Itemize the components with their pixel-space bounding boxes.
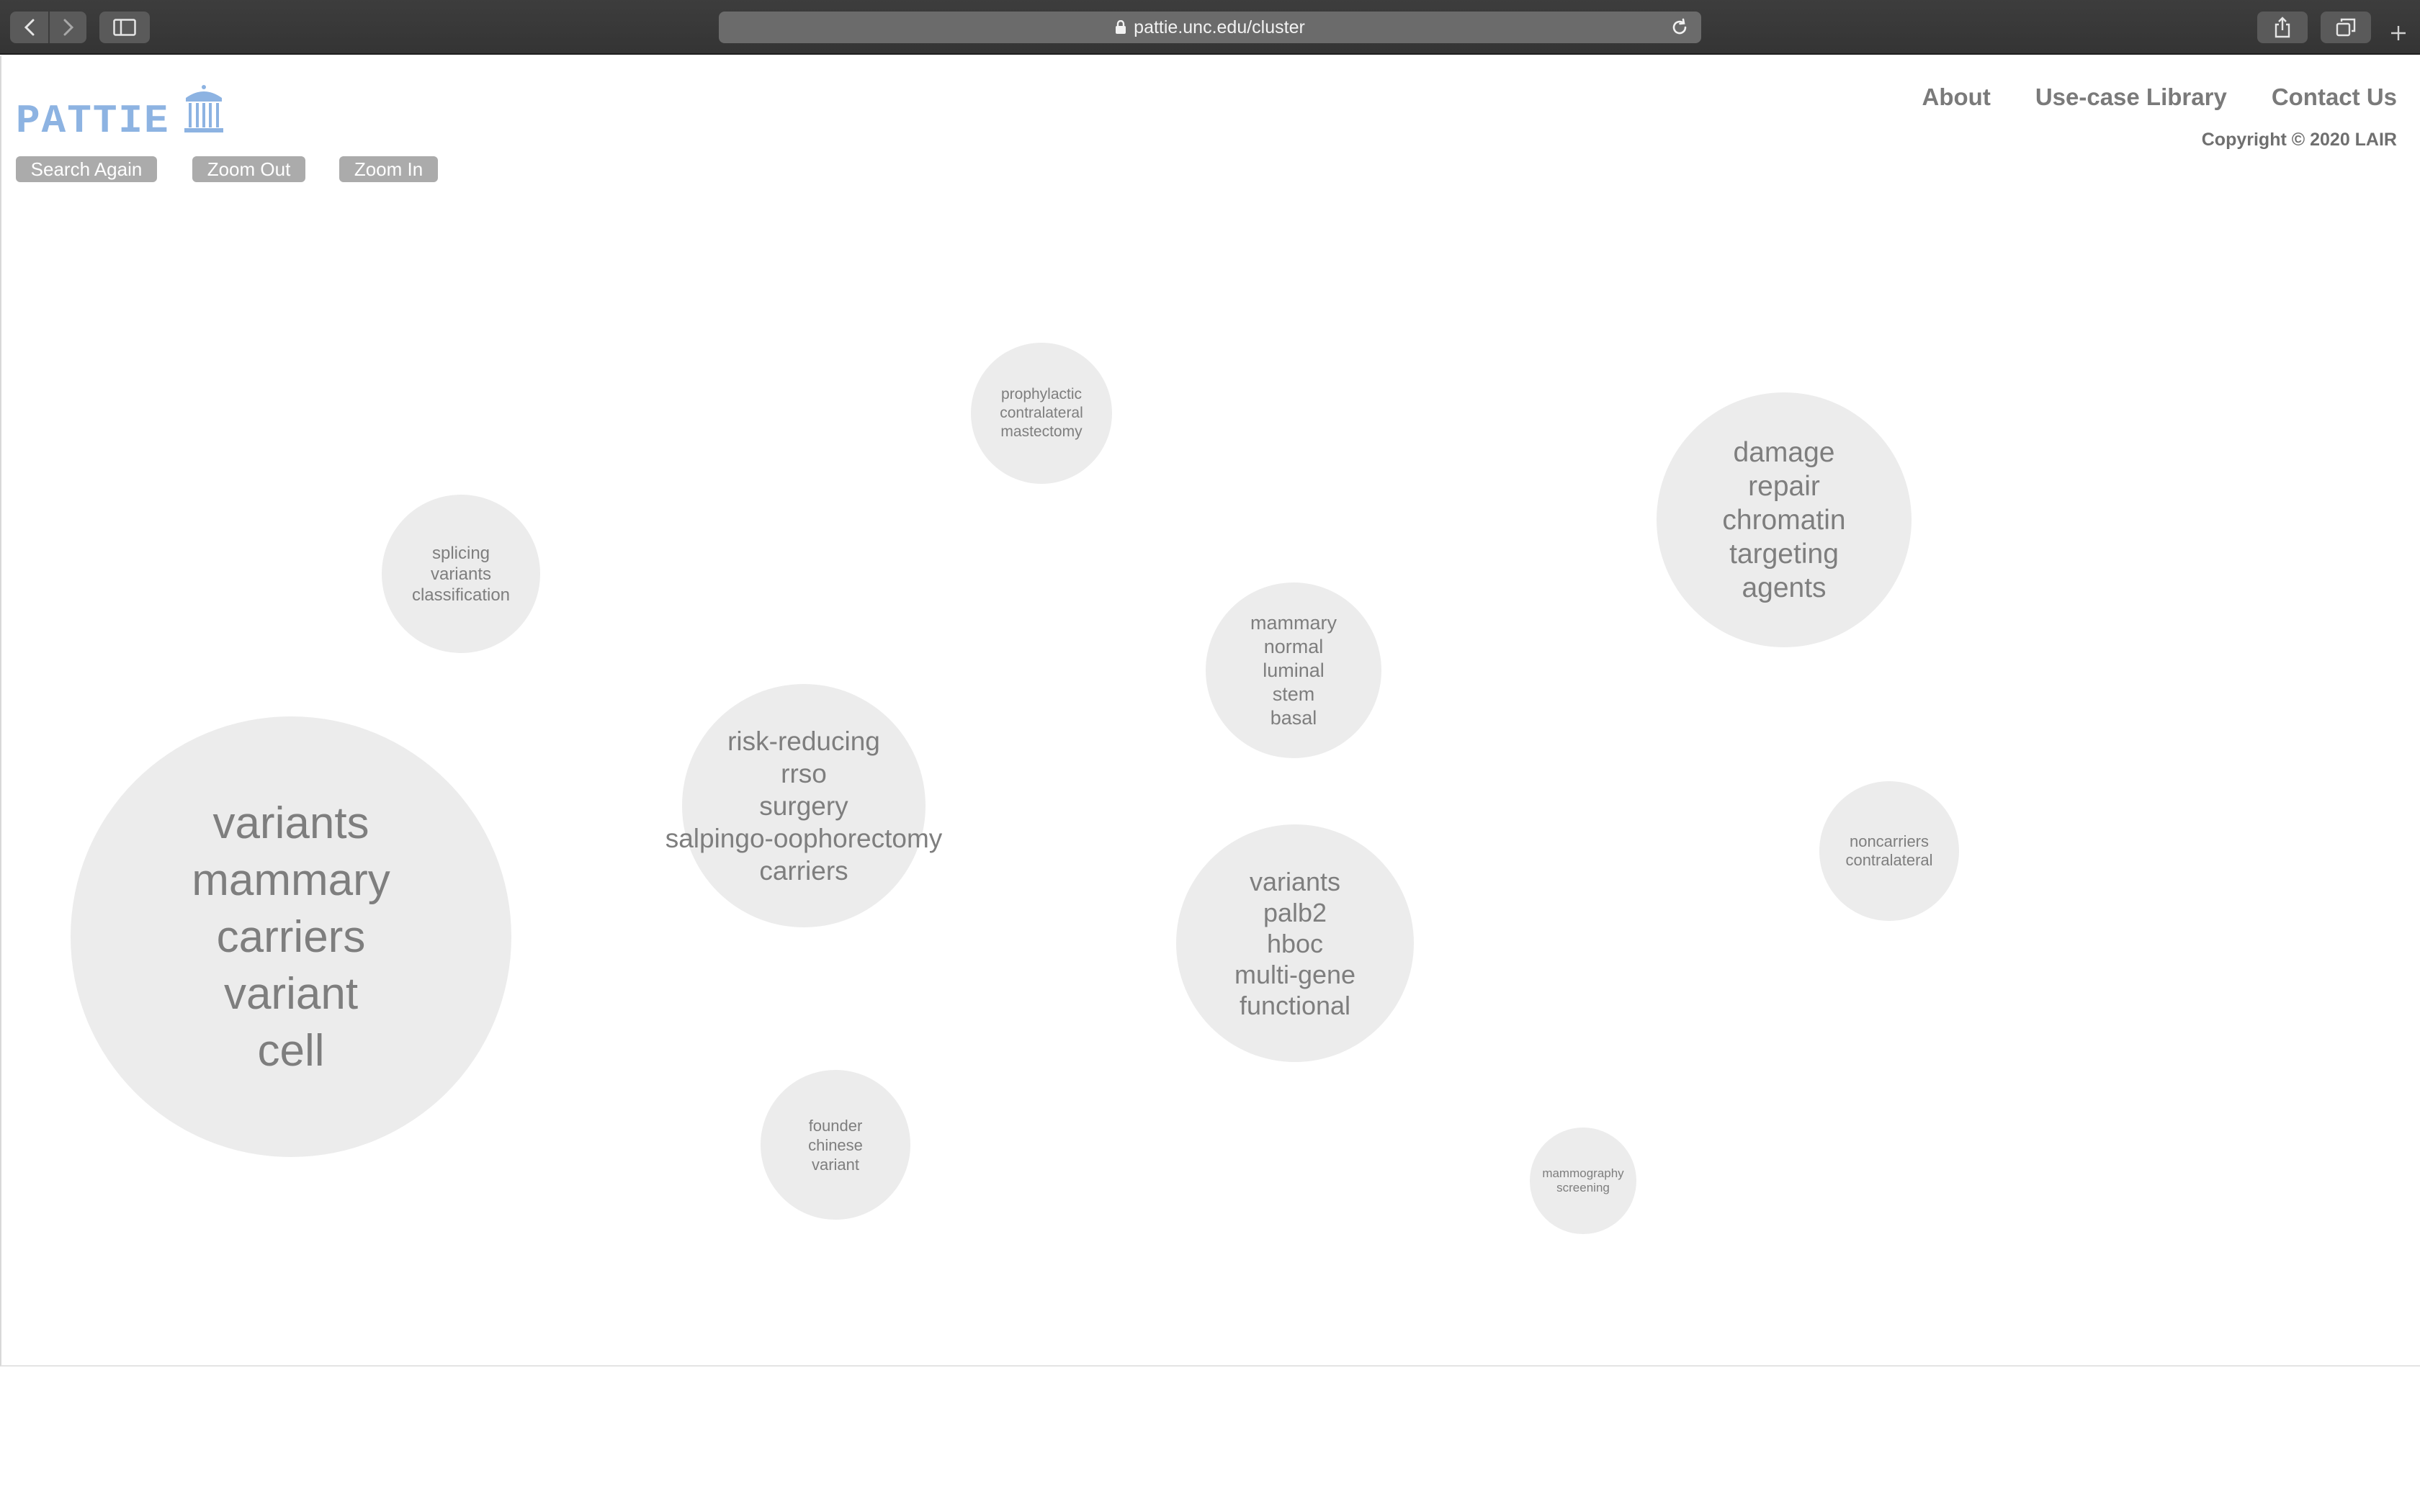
share-button[interactable] xyxy=(2257,12,2308,43)
cluster-term: surgery xyxy=(759,791,848,821)
cluster-bubble[interactable]: risk-reducing rrso surgery salpingo-ooph… xyxy=(666,684,942,927)
forward-button[interactable] xyxy=(48,12,86,43)
cluster-term: salpingo-oophorectomy xyxy=(665,823,943,853)
address-bar[interactable]: pattie.unc.edu/cluster xyxy=(719,12,1701,43)
cluster-term: contralateral xyxy=(1000,405,1083,421)
cluster-term: mammography xyxy=(1542,1166,1624,1180)
cluster-term: normal xyxy=(1263,635,1324,657)
tabs-icon xyxy=(2336,18,2356,37)
cluster-term: luminal xyxy=(1263,659,1325,681)
cluster-term: repair xyxy=(1748,470,1820,502)
cluster-bubble[interactable]: noncarriers contralateral xyxy=(1819,781,1959,921)
cluster-term: palb2 xyxy=(1263,897,1327,927)
cluster-term: hboc xyxy=(1266,928,1324,958)
copyright-text: Copyright © 2020 LAIR xyxy=(2201,130,2397,150)
cluster-map: variants mammary carriers variant cell r… xyxy=(1,56,2420,1365)
cluster-term: variant xyxy=(223,968,359,1019)
cluster-term: basal xyxy=(1270,706,1317,729)
sidebar-toggle-button[interactable] xyxy=(99,12,150,43)
zoom-out-button[interactable]: Zoom Out xyxy=(192,156,305,182)
cluster-term: functional xyxy=(1239,990,1351,1020)
cluster-term: prophylactic xyxy=(1000,386,1083,402)
cluster-term: damage xyxy=(1733,436,1835,468)
nav-link-use-case-library[interactable]: Use-case Library xyxy=(2035,84,2227,110)
tab-overview-button[interactable] xyxy=(2321,12,2371,43)
cluster-term: variant xyxy=(811,1155,860,1174)
top-navigation: About Use-case Library Contact Us xyxy=(1922,84,2397,111)
cluster-term: mammary xyxy=(192,855,390,905)
plus-icon xyxy=(2391,26,2406,40)
page-content: variants mammary carriers variant cell r… xyxy=(0,56,2420,1367)
cluster-term: noncarriers xyxy=(1849,832,1930,850)
cluster-term: agents xyxy=(1742,572,1827,603)
site-logo[interactable]: PATTIE xyxy=(16,71,232,144)
cluster-term: classification xyxy=(411,585,511,605)
new-tab-button[interactable] xyxy=(2384,19,2413,48)
back-button[interactable] xyxy=(10,12,48,43)
chevron-right-icon xyxy=(63,19,73,36)
cluster-bubble[interactable]: mammary normal luminal stem basal xyxy=(1206,582,1381,758)
cluster-term: chromatin xyxy=(1722,504,1846,536)
cluster-term: risk-reducing xyxy=(727,726,880,756)
cluster-term: chinese xyxy=(808,1135,863,1154)
browser-toolbar: pattie.unc.edu/cluster xyxy=(0,0,2420,55)
share-icon xyxy=(2275,17,2290,38)
cluster-term: variants xyxy=(212,798,369,848)
url-text: pattie.unc.edu/cluster xyxy=(1134,17,1305,37)
cluster-term: mastectomy xyxy=(1000,423,1083,440)
cluster-bubble[interactable]: founder chinese variant xyxy=(761,1070,910,1220)
cluster-term: multi-gene xyxy=(1234,959,1356,989)
cluster-term: contralateral xyxy=(1845,851,1933,869)
cluster-bubble[interactable]: variants palb2 hboc multi-gene functiona… xyxy=(1176,824,1414,1062)
reload-icon[interactable] xyxy=(1670,17,1690,37)
sidebar-icon xyxy=(113,19,136,36)
zoom-in-button[interactable]: Zoom In xyxy=(339,156,438,182)
cluster-term: cell xyxy=(257,1025,325,1076)
nav-link-about[interactable]: About xyxy=(1922,84,1991,110)
cluster-term: carriers xyxy=(759,855,848,886)
history-nav xyxy=(10,12,86,43)
old-well-icon xyxy=(184,85,223,132)
cluster-term: screening xyxy=(1556,1181,1610,1194)
cluster-term: variants xyxy=(430,564,492,584)
cluster-term: splicing xyxy=(431,543,490,563)
cluster-term: carriers xyxy=(216,912,366,962)
cluster-term: stem xyxy=(1272,683,1315,705)
cluster-term: rrso xyxy=(781,758,827,788)
cluster-bubble[interactable]: mammography screening xyxy=(1530,1128,1636,1234)
cluster-term: mammary xyxy=(1250,611,1337,634)
chevron-left-icon xyxy=(24,19,34,36)
logo-text: PATTIE xyxy=(16,98,170,144)
nav-link-contact-us[interactable]: Contact Us xyxy=(2271,84,2397,110)
cluster-term: variants xyxy=(1249,866,1341,896)
cluster-term: targeting xyxy=(1729,538,1839,570)
cluster-bubble[interactable]: prophylactic contralateral mastectomy xyxy=(971,343,1112,484)
cluster-bubble[interactable]: damage repair chromatin targeting agents xyxy=(1657,392,1912,647)
search-again-button[interactable]: Search Again xyxy=(16,156,157,182)
cluster-term: founder xyxy=(808,1116,863,1135)
lock-icon xyxy=(1116,20,1126,34)
cluster-bubble[interactable]: splicing variants classification xyxy=(382,495,540,653)
cluster-bubble[interactable]: variants mammary carriers variant cell xyxy=(71,716,511,1157)
